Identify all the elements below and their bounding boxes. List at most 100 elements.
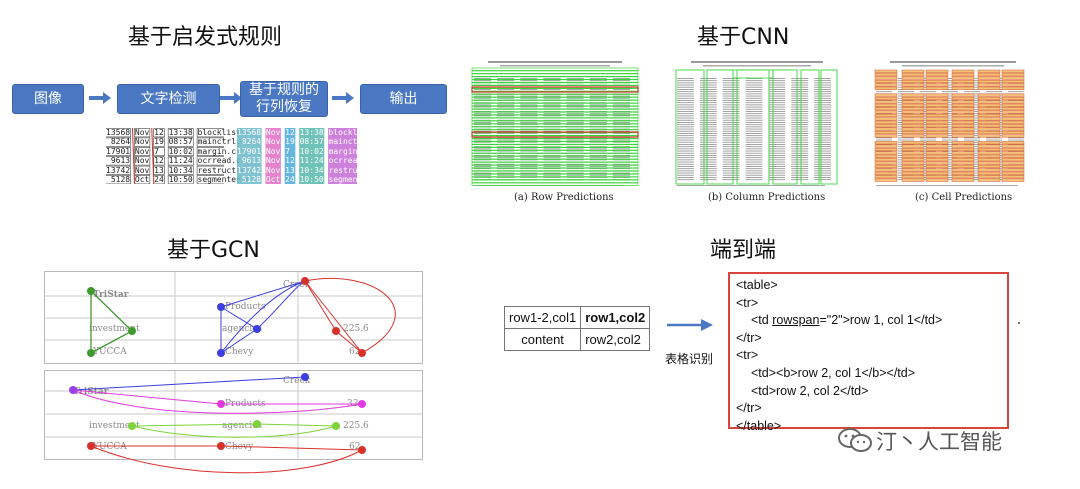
cell-prediction-box xyxy=(925,147,949,152)
row-prediction-box xyxy=(471,141,639,145)
doc-text-dash xyxy=(791,141,809,143)
doc-text-dash xyxy=(589,124,607,126)
cell-prediction-box xyxy=(977,107,1001,111)
row-prediction-box xyxy=(471,67,639,71)
doc-text-dash xyxy=(520,104,538,106)
doc-text-dash xyxy=(566,137,584,139)
doc-text-dash xyxy=(699,124,717,126)
cell-prediction-box xyxy=(951,144,975,148)
doc-text-dash xyxy=(677,82,694,84)
doc-text-dash xyxy=(699,174,717,176)
cell-prediction-box xyxy=(901,117,925,121)
gcn-bottom-label-62: 62 xyxy=(349,442,361,452)
cell-prediction-box xyxy=(901,120,925,124)
doc-text-dash xyxy=(1008,106,1024,108)
cnn-caption-column: (b) Column Predictions xyxy=(708,192,826,203)
cell-prediction-box xyxy=(951,158,975,162)
doc-text-dash xyxy=(964,113,980,115)
doc-text-dash xyxy=(566,172,584,174)
cell-prediction-box xyxy=(977,124,1001,128)
doc-text-dash xyxy=(722,157,740,159)
ocr-word-box xyxy=(196,137,224,147)
doc-text-dash xyxy=(677,126,694,128)
doc-text-dash xyxy=(699,95,717,97)
doc-text-dash xyxy=(474,124,492,126)
doc-text-dash xyxy=(543,163,561,165)
doc-text-dash xyxy=(589,141,607,143)
doc-text-dash xyxy=(612,89,630,90)
doc-text-dash xyxy=(677,106,694,108)
doc-text-dash xyxy=(814,97,831,99)
doc-text-dash xyxy=(543,137,561,139)
doc-text-dash xyxy=(745,150,763,152)
doc-text-dash xyxy=(612,78,630,79)
cell-prediction-box xyxy=(874,79,898,84)
doc-text-dash xyxy=(768,124,786,126)
doc-text-dash xyxy=(699,150,717,152)
doc-text-dash xyxy=(745,84,763,86)
cell-prediction-box xyxy=(901,154,925,158)
cell-prediction-box xyxy=(951,96,975,101)
doc-text-dash xyxy=(722,82,740,84)
doc-text-dash xyxy=(964,91,980,93)
cell-prediction-box xyxy=(977,164,1001,169)
cell-prediction-box xyxy=(951,141,975,145)
cell-prediction-box xyxy=(977,151,1001,155)
doc-text-dash xyxy=(677,108,694,110)
doc-text-dash xyxy=(964,139,980,141)
doc-text-dash xyxy=(942,89,958,90)
doc-text-dash xyxy=(566,78,584,79)
doc-text-dash xyxy=(791,128,809,130)
doc-text-dash xyxy=(677,113,694,115)
doc-text-dash xyxy=(699,111,717,112)
cell-prediction-box xyxy=(951,154,975,158)
doc-text-dash xyxy=(497,122,515,123)
code-line-9: </table> xyxy=(736,418,782,433)
doc-text-dash xyxy=(474,89,492,90)
cell-prediction-box xyxy=(977,96,1001,101)
doc-text-dash xyxy=(745,115,763,117)
cell-prediction-box xyxy=(951,79,975,84)
code-line-3-post: ="2">row 1, col 1</td> xyxy=(819,313,943,328)
doc-text-dash xyxy=(566,174,584,176)
doc-text-dash xyxy=(745,128,763,130)
doc-text-dash xyxy=(677,159,694,161)
doc-text-dash xyxy=(543,139,561,141)
doc-text-dash xyxy=(677,144,694,145)
cell-prediction-box xyxy=(951,178,975,182)
row-prediction-box xyxy=(471,176,639,180)
doc-text-dash xyxy=(543,115,561,117)
ocr-right-text: 13568 Nov 12 13:38 blocklist.c 8264 Nov … xyxy=(237,128,382,185)
doc-text-dash xyxy=(612,130,630,132)
doc-text-dash xyxy=(768,141,786,143)
doc-text-dash xyxy=(898,139,914,141)
doc-text-dash xyxy=(722,86,740,88)
row-prediction-box xyxy=(471,70,639,74)
ocr-word-box xyxy=(134,175,151,184)
doc-text-dash xyxy=(791,144,809,145)
doc-text-dash xyxy=(699,137,717,139)
doc-text-dash xyxy=(677,152,694,154)
doc-text-dash xyxy=(677,137,694,139)
doc-text-dash xyxy=(791,102,809,104)
doc-text-dash xyxy=(768,108,786,110)
cnn-caption-cell: (c) Cell Predictions xyxy=(915,192,1013,203)
doc-text-dash xyxy=(589,115,607,117)
doc-text-dash xyxy=(589,89,607,90)
doc-text-dash xyxy=(814,124,831,126)
ocr-word-box xyxy=(167,165,194,175)
doc-text-dash xyxy=(814,144,831,145)
ocr-word-box xyxy=(134,146,151,156)
doc-footnote-line xyxy=(677,185,825,186)
doc-text-dash xyxy=(589,95,607,97)
doc-text-dash xyxy=(768,130,786,132)
gcn-bottom-label-225: 225.6 xyxy=(343,421,369,431)
title-gcn: 基于GCN xyxy=(167,238,260,263)
doc-text-dash xyxy=(699,172,717,174)
doc-text-dash xyxy=(1008,137,1024,139)
doc-text-dash xyxy=(791,86,809,88)
ocr-word-box xyxy=(134,128,151,138)
cell-prediction-box xyxy=(977,175,1001,179)
code-line-6: <td><b>row 2, col 1</b></td> xyxy=(751,365,916,380)
doc-text-dash xyxy=(814,148,831,150)
